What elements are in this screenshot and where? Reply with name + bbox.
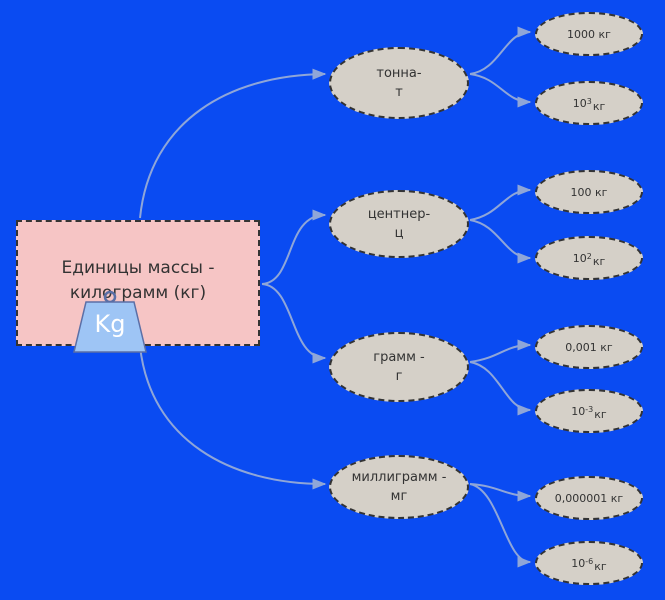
- connector-root-centner: [261, 209, 327, 285]
- unit-name-gramm: грамм -: [373, 349, 425, 365]
- value-node-centner: 100 кг: [535, 170, 643, 214]
- connector-mg-power: [469, 483, 532, 568]
- kg-weight-icon: Kg: [72, 290, 148, 354]
- power-unit-mg: кг: [594, 559, 607, 573]
- value-node-tonna: 1000 кг: [535, 12, 643, 56]
- connector-root-mg: [139, 345, 327, 490]
- unit-node-mg: миллиграмм - мг: [329, 455, 469, 519]
- value-node-gramm: 0,001 кг: [535, 325, 643, 369]
- power-exp-gramm: -3: [585, 404, 594, 414]
- power-base-gramm: 10: [571, 404, 586, 418]
- power-exp-mg: -6: [585, 556, 594, 566]
- unit-symbol-gramm: г: [395, 369, 403, 384]
- power-base-mg: 10: [571, 556, 586, 570]
- unit-name-mg: миллиграмм -: [351, 469, 447, 485]
- unit-node-centner: центнер- ц: [329, 190, 469, 258]
- value-text-centner: 100 кг: [570, 185, 608, 199]
- connector-root-gramm: [261, 283, 327, 364]
- unit-symbol-centner: ц: [394, 226, 404, 241]
- value-text-mg: 0,000001 кг: [554, 491, 624, 505]
- connector-root-tonna: [139, 68, 327, 219]
- unit-symbol-mg: мг: [390, 489, 408, 504]
- connector-gramm-power: [469, 361, 532, 416]
- unit-node-tonna: тонна- т: [329, 47, 469, 119]
- power-unit-centner: кг: [592, 254, 606, 268]
- connector-gramm-value: [469, 339, 532, 363]
- power-unit-gramm: кг: [594, 407, 607, 421]
- power-exp-tonna: 3: [586, 96, 592, 106]
- power-exp-centner: 2: [586, 251, 592, 261]
- value-text-tonna: 1000 кг: [567, 27, 611, 41]
- unit-name-tonna: тонна-: [376, 65, 422, 81]
- value-node-mg: 0,000001 кг: [535, 476, 643, 520]
- connector-centner-power: [469, 219, 532, 264]
- root-title-line1: Единицы массы -: [61, 258, 215, 279]
- power-base-tonna: 10: [572, 96, 587, 110]
- power-base-centner: 10: [572, 251, 587, 265]
- unit-symbol-tonna: т: [395, 85, 403, 100]
- connector-mg-value: [469, 483, 532, 502]
- unit-name-centner: центнер-: [367, 206, 431, 222]
- power-unit-tonna: кг: [592, 99, 606, 113]
- connector-centner-value: [469, 184, 532, 221]
- kg-weight-label: Kg: [94, 310, 126, 338]
- unit-node-gramm: грамм - г: [329, 332, 469, 402]
- connector-tonna-power: [469, 73, 532, 108]
- connector-tonna-value: [469, 26, 532, 75]
- value-text-gramm: 0,001 кг: [565, 340, 613, 354]
